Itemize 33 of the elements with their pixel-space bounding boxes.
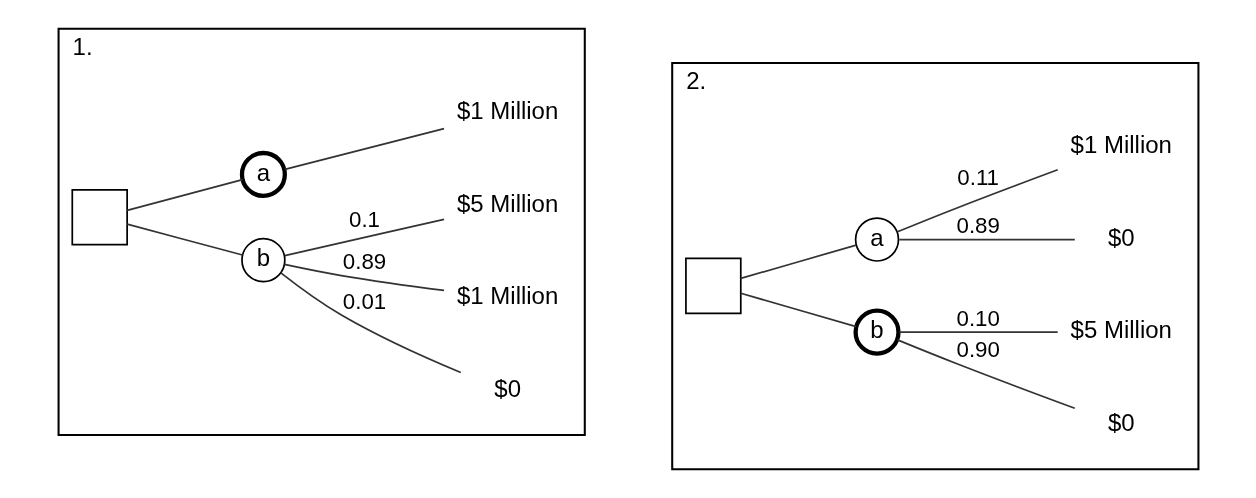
connector <box>125 178 243 212</box>
connector <box>279 272 462 374</box>
edge-label: 0.89 <box>956 213 1000 239</box>
node-text: $5 Million <box>1070 316 1172 344</box>
node-box <box>70 189 128 246</box>
connector <box>897 238 1076 241</box>
node-text: $1 Million <box>1070 131 1172 159</box>
connector <box>283 127 445 171</box>
connector <box>283 218 445 257</box>
connector <box>283 263 445 292</box>
node-text: $1 Million <box>456 282 558 310</box>
connector <box>739 292 857 328</box>
edge-label: 0.11 <box>956 165 999 191</box>
connector <box>896 339 1076 410</box>
edge-label: 0.90 <box>956 336 1000 362</box>
edge-label: 0.1 <box>348 206 380 232</box>
connector <box>896 168 1059 233</box>
edge-label: 0.01 <box>342 288 386 314</box>
node-circle: a <box>854 217 899 262</box>
connector <box>739 244 857 280</box>
node-text: $1 Million <box>456 97 558 125</box>
edge-label: 0.89 <box>342 249 386 275</box>
node-text: $0 <box>1107 223 1135 251</box>
node-circle: b <box>240 237 286 283</box>
node-text: $0 <box>493 374 521 402</box>
edge-label: 0.10 <box>956 305 1000 331</box>
node-circle: a <box>239 150 287 198</box>
node-text: $0 <box>1107 409 1135 437</box>
node-circle: b <box>852 308 901 356</box>
connector <box>125 223 243 256</box>
node-text: $5 Million <box>456 189 558 217</box>
connector <box>897 331 1059 333</box>
node-box <box>684 257 742 315</box>
